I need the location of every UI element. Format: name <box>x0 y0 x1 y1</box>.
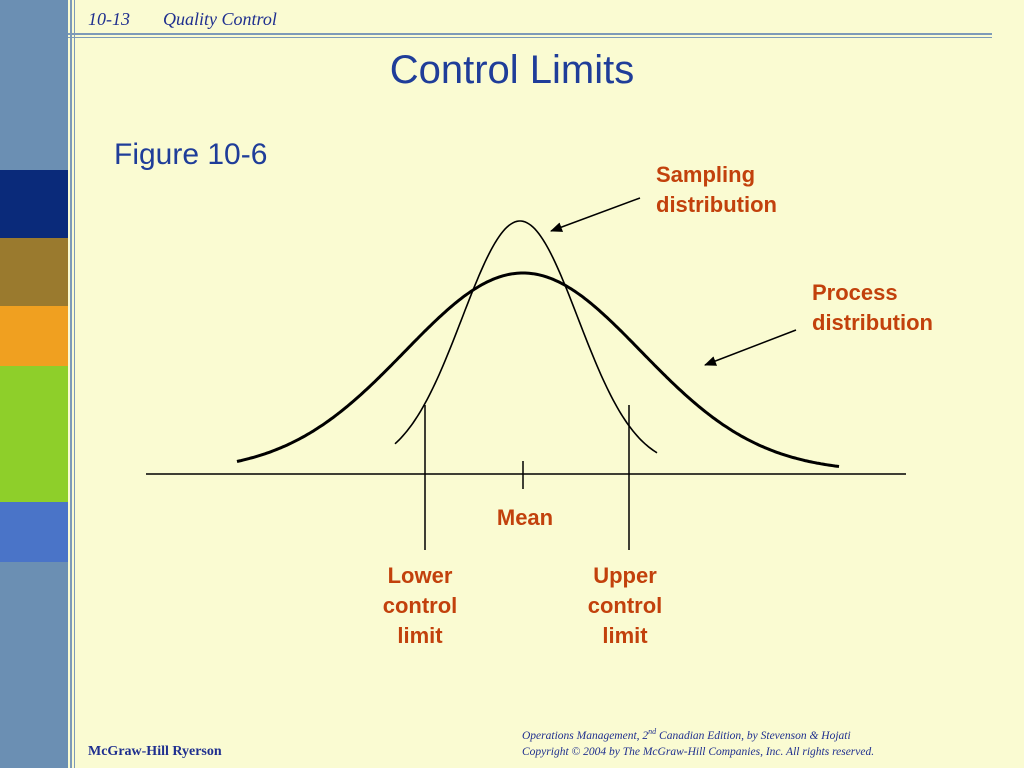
sidebar-block-orange <box>0 306 68 366</box>
sidebar-block-green <box>0 366 68 502</box>
process-arrow <box>704 329 797 366</box>
ucl-label-line2: control <box>587 593 663 618</box>
sidebar-block-steel-bottom <box>0 562 68 768</box>
header-rule-1 <box>68 33 992 35</box>
header-rule-2 <box>68 37 992 38</box>
left-sidebar <box>0 0 68 768</box>
lcl-label-line1: Lower <box>387 563 453 588</box>
slide-header: 10-13 Quality Control <box>88 9 277 30</box>
lower-control-limit-label: Lower control limit <box>360 561 480 651</box>
sampling-distribution-label: Sampling distribution <box>656 160 777 220</box>
edition-superscript: nd <box>648 727 657 736</box>
copyright-notice: Operations Management, 2nd Canadian Edit… <box>522 724 992 760</box>
sidebar-block-steel <box>0 0 68 170</box>
sidebar-block-navy <box>0 170 68 238</box>
publisher-name: McGraw-Hill Ryerson <box>88 744 222 759</box>
mean-label: Mean <box>496 505 554 530</box>
ucl-label-line3: limit <box>602 623 648 648</box>
sidebar-block-olive <box>0 238 68 306</box>
edition-text-post: Canadian Edition, by Stevenson & Hojati <box>656 729 851 742</box>
sidebar-divider-1 <box>70 0 72 768</box>
lcl-label-line3: limit <box>397 623 443 648</box>
process-label-line2: distribution <box>812 310 933 335</box>
chapter-name: Quality Control <box>163 9 277 29</box>
copyright-line-2: Copyright © 2004 by The McGraw-Hill Comp… <box>522 745 875 758</box>
figure-label: Figure 10-6 <box>114 138 268 171</box>
sampling-label-line2: distribution <box>656 192 777 217</box>
sampling-label-line1: Sampling <box>656 162 756 187</box>
ucl-label-line1: Upper <box>593 563 657 588</box>
lcl-label-line2: control <box>382 593 458 618</box>
slide-number: 10-13 <box>88 9 130 29</box>
process-distribution-label: Process distribution <box>812 278 933 338</box>
slide-title: Control Limits <box>389 48 635 92</box>
sampling-arrow <box>550 197 641 232</box>
sidebar-divider-2 <box>74 0 75 768</box>
edition-text-pre: Operations Management, 2 <box>522 729 649 742</box>
upper-control-limit-label: Upper control limit <box>565 561 685 651</box>
process-distribution-curve <box>236 271 840 468</box>
sampling-distribution-curve <box>394 220 658 454</box>
sidebar-block-blue <box>0 502 68 562</box>
process-label-line1: Process <box>812 280 898 305</box>
copyright-line-1: Operations Management, 2nd Canadian Edit… <box>522 724 992 744</box>
